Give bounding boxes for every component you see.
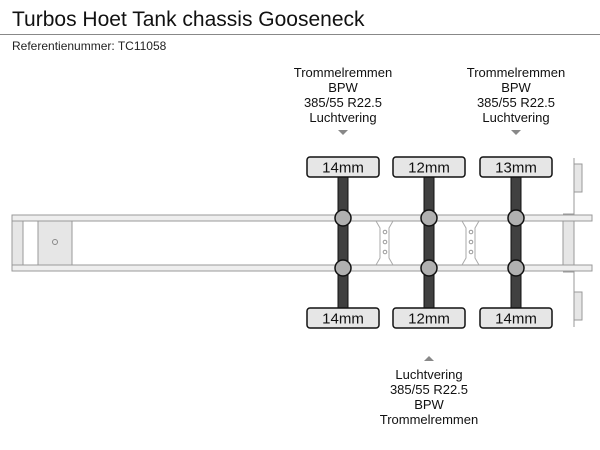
kingpin-plate: [37, 220, 73, 266]
page-title: Turbos Hoet Tank chassis Gooseneck: [12, 8, 365, 31]
rear-end-beam: [562, 220, 575, 266]
wheel-hub-icon: [334, 209, 352, 227]
front-end-beam: [11, 220, 24, 266]
frame-rail-bottom: [11, 264, 593, 272]
tire-depth-top: 14mm: [322, 160, 364, 177]
tire-bottom: [392, 307, 466, 329]
tire-top: [479, 156, 553, 178]
reference-number: Referentienummer: TC11058: [12, 39, 167, 53]
tire-depth-bottom: 12mm: [408, 311, 450, 328]
kingpin-icon: [52, 239, 58, 245]
axle-1: 14mm 14mm: [306, 156, 380, 329]
axle-brand: BPW: [501, 80, 531, 95]
chassis-frame: [11, 158, 593, 327]
title-divider: [0, 34, 600, 35]
frame-rail-top: [11, 214, 593, 222]
brake-type: Trommelremmen: [379, 412, 479, 427]
axle-2-pointer-icon: [424, 356, 434, 361]
axle-1-spec: Trommelremmen BPW 385/55 R22.5 Luchtveri…: [273, 65, 413, 125]
suspension-type: Luchtvering: [395, 367, 463, 382]
tire-depth-top: 13mm: [495, 160, 537, 177]
rear-light-top: [573, 163, 583, 193]
tire-bottom: [479, 307, 553, 329]
axle-3-spec: Trommelremmen BPW 385/55 R22.5 Luchtveri…: [446, 65, 586, 125]
brake-type: Trommelremmen: [466, 65, 566, 80]
wheel-hub-icon: [420, 209, 438, 227]
tire-depth-top: 12mm: [408, 160, 450, 177]
suspension-type: Luchtvering: [309, 110, 377, 125]
tire-depth-bottom: 14mm: [322, 311, 364, 328]
suspension-type: Luchtvering: [482, 110, 550, 125]
tire-size: 385/55 R22.5: [476, 95, 556, 110]
axle-2: 12mm 12mm: [392, 156, 466, 329]
tire-top: [392, 156, 466, 178]
axle-brand: BPW: [414, 397, 444, 412]
tire-top: [306, 156, 380, 178]
axle-shaft: [510, 175, 522, 311]
tire-depth-bottom: 14mm: [495, 311, 537, 328]
axle-3-pointer-icon: [511, 130, 521, 135]
axle-1-pointer-icon: [338, 130, 348, 135]
tire-bottom: [306, 307, 380, 329]
cross-member-2: [461, 220, 480, 266]
axle-2-spec: Luchtvering 385/55 R22.5 BPW Trommelremm…: [359, 367, 499, 427]
rear-light-bottom: [573, 291, 583, 321]
brake-type: Trommelremmen: [293, 65, 393, 80]
tire-size: 385/55 R22.5: [389, 382, 469, 397]
wheel-hub-icon: [420, 259, 438, 277]
wheel-hub-icon: [507, 209, 525, 227]
wheel-hub-icon: [507, 259, 525, 277]
axle-brand: BPW: [328, 80, 358, 95]
axle-shaft: [423, 175, 435, 311]
axle-shaft: [337, 175, 349, 311]
wheel-hub-icon: [334, 259, 352, 277]
axle-3: 13mm 14mm: [479, 156, 553, 329]
cross-member-1: [375, 220, 394, 266]
tire-size: 385/55 R22.5: [303, 95, 383, 110]
